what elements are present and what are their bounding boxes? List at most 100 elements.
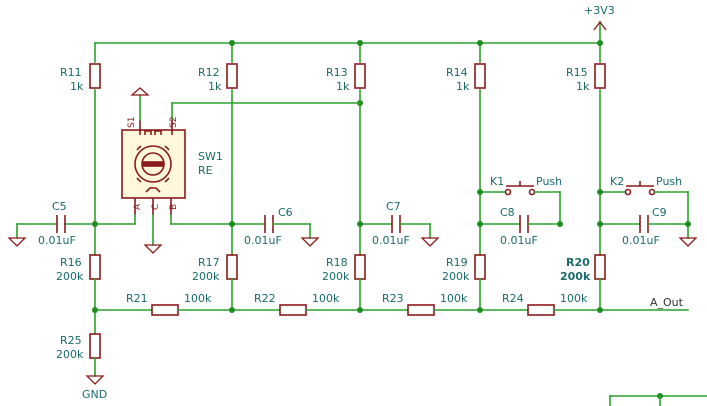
- r18-value: 200k: [322, 270, 350, 283]
- junction-dot: [357, 307, 363, 313]
- k1-value: Push: [536, 175, 562, 188]
- ground-symbol: [85, 375, 105, 385]
- r16-value: 200k: [56, 270, 84, 283]
- r13-ref: R13: [326, 66, 348, 79]
- c5-ref: C5: [52, 200, 67, 213]
- capacitor-c7: [359, 215, 440, 247]
- r23-value: 100k: [440, 292, 468, 305]
- capacitor-c5: [7, 215, 96, 247]
- r15-ref: R15: [566, 66, 588, 79]
- r15-value: 1k: [576, 80, 590, 93]
- r24-value: 100k: [560, 292, 588, 305]
- resistor-r25: [89, 333, 101, 359]
- c6-ref: C6: [278, 206, 293, 219]
- capacitor-c6: [231, 215, 320, 247]
- c7-value: 0.01uF: [372, 234, 410, 247]
- r25-value: 200k: [56, 348, 84, 361]
- net-label-a-out: A_Out: [650, 296, 684, 309]
- junction-dot: [597, 189, 603, 195]
- resistor-r19: [474, 254, 486, 280]
- junction-dot: [92, 307, 98, 313]
- r24-ref: R24: [502, 292, 524, 305]
- r25-ref: R25: [60, 334, 82, 347]
- c6-value: 0.01uF: [244, 234, 282, 247]
- r19-ref: R19: [446, 256, 468, 269]
- ground-symbol: [130, 87, 150, 96]
- junction-dot: [477, 189, 483, 195]
- resistor-r23: [407, 304, 435, 316]
- k1-ref: K1: [490, 175, 504, 188]
- r11-ref: R11: [60, 66, 82, 79]
- capacitor-c8: [479, 215, 561, 233]
- sw1-pin-c: C: [151, 204, 161, 210]
- junction-dot: [477, 221, 483, 227]
- gnd-label: GND: [82, 388, 107, 401]
- push-switch-k2: [599, 181, 698, 247]
- vcc-label: +3V3: [584, 4, 615, 17]
- resistor-r22: [279, 304, 307, 316]
- c7-ref: C7: [386, 200, 401, 213]
- push-switch-k1: [479, 181, 561, 225]
- r18-ref: R18: [326, 256, 348, 269]
- junction-dot: [597, 221, 603, 227]
- ground-symbol: [143, 244, 163, 254]
- sw1-pin-s2: S2: [169, 117, 179, 128]
- rotary-encoder-sw1: [121, 120, 186, 215]
- r13-value: 1k: [336, 80, 350, 93]
- junction-dot: [685, 221, 691, 227]
- c9-ref: C9: [652, 206, 667, 219]
- resistor-r12: [226, 63, 238, 89]
- resistor-r14: [474, 63, 486, 89]
- junction-dot: [597, 307, 603, 313]
- sw1-pin-a: A: [133, 203, 143, 210]
- junction-dot: [229, 221, 235, 227]
- resistor-r13: [354, 63, 366, 89]
- r19-value: 200k: [442, 270, 470, 283]
- r17-value: 200k: [192, 270, 220, 283]
- c5-value: 0.01uF: [38, 234, 76, 247]
- r16-ref: R16: [60, 256, 82, 269]
- upper-wires: [94, 42, 601, 256]
- r22-ref: R22: [254, 292, 276, 305]
- c8-ref: C8: [500, 206, 515, 219]
- r17-ref: R17: [198, 256, 220, 269]
- resistor-r20: [594, 254, 606, 280]
- junction-dot: [477, 307, 483, 313]
- junction-dot: [229, 307, 235, 313]
- sw1-pin-b: B: [169, 204, 179, 210]
- capacitor-c9: [599, 215, 689, 233]
- resistor-r17: [226, 254, 238, 280]
- k2-value: Push: [656, 175, 682, 188]
- r12-ref: R12: [198, 66, 220, 79]
- r21-ref: R21: [126, 292, 148, 305]
- r21-value: 100k: [184, 292, 212, 305]
- junction-dot: [357, 40, 363, 46]
- r23-ref: R23: [382, 292, 404, 305]
- junction-dot: [229, 40, 235, 46]
- r20-value: 200k: [560, 270, 591, 283]
- k2-ref: K2: [610, 175, 624, 188]
- junction-dot: [557, 221, 563, 227]
- c8-value: 0.01uF: [500, 234, 538, 247]
- resistor-r11: [89, 63, 101, 89]
- resistor-r16: [89, 254, 101, 280]
- junction-dot: [597, 40, 603, 46]
- junction-dot: [357, 221, 363, 227]
- resistor-r24: [527, 304, 555, 316]
- sheet-fragment: [609, 393, 707, 406]
- r22-value: 100k: [312, 292, 340, 305]
- r20-ref: R20: [566, 256, 590, 269]
- sw1-pin-s1: S1: [127, 117, 137, 128]
- r14-value: 1k: [456, 80, 470, 93]
- junction-dot: [477, 40, 483, 46]
- resistor-r18: [354, 254, 366, 280]
- r14-ref: R14: [446, 66, 468, 79]
- c9-value: 0.01uF: [622, 234, 660, 247]
- sw1-ref: SW1: [198, 150, 223, 163]
- sw1-value: RE: [198, 164, 213, 177]
- resistor-r15: [594, 63, 606, 89]
- resistor-r21: [151, 304, 179, 316]
- junction-dot: [92, 221, 98, 227]
- r11-value: 1k: [70, 80, 84, 93]
